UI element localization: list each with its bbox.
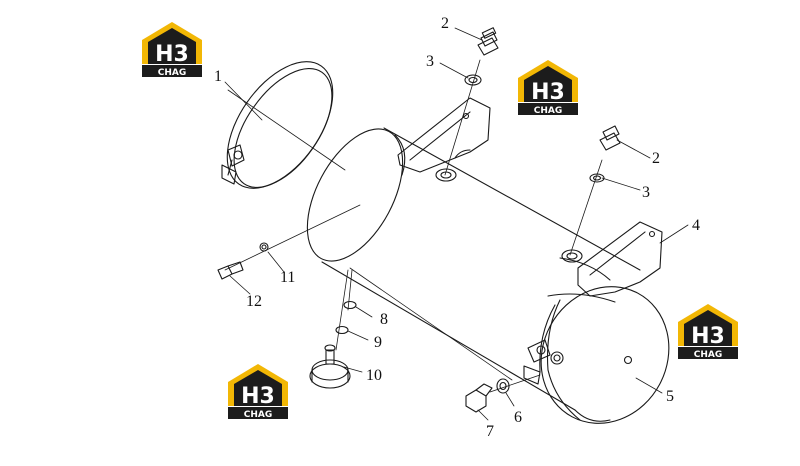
brand-letters: H3 bbox=[241, 384, 275, 409]
callout-2-top: 2 bbox=[441, 15, 449, 32]
callout-4: 4 bbox=[692, 217, 700, 234]
callout-10: 10 bbox=[366, 367, 382, 384]
breather-top bbox=[464, 27, 499, 86]
band-clamp-right bbox=[523, 339, 564, 385]
drain-assembly bbox=[309, 300, 357, 389]
callout-2-right: 2 bbox=[652, 150, 660, 167]
brand-watermark-1: H3 CHAG bbox=[140, 20, 204, 78]
callout-9: 9 bbox=[374, 334, 382, 351]
callout-3-top: 3 bbox=[426, 53, 434, 70]
brand-name: CHAG bbox=[534, 106, 563, 116]
brand-letters: H3 bbox=[531, 80, 565, 105]
house-logo-icon: H3 CHAG bbox=[142, 22, 202, 78]
brand-watermark-2: H3 CHAG bbox=[516, 58, 580, 116]
house-logo-icon: H3 CHAG bbox=[228, 364, 288, 420]
callout-3-right: 3 bbox=[642, 184, 650, 201]
mounting-bracket-top bbox=[397, 97, 491, 182]
band-clamp-left bbox=[221, 61, 334, 189]
callout-8: 8 bbox=[380, 311, 388, 328]
house-logo-icon: H3 CHAG bbox=[518, 60, 578, 116]
callout-11: 11 bbox=[280, 269, 295, 286]
brand-name: CHAG bbox=[244, 410, 273, 420]
callout-6: 6 bbox=[514, 409, 522, 426]
leader-lines bbox=[224, 59, 603, 393]
end-cover bbox=[539, 286, 670, 424]
brand-name: CHAG bbox=[694, 350, 723, 360]
house-logo-icon: H3 CHAG bbox=[678, 304, 738, 360]
brand-letters: H3 bbox=[155, 42, 189, 67]
drain-plug-7 bbox=[465, 378, 510, 413]
bolt-12 bbox=[217, 242, 269, 280]
callout-5: 5 bbox=[666, 388, 674, 405]
callout-1: 1 bbox=[214, 68, 222, 85]
callout-7: 7 bbox=[486, 423, 494, 440]
callout-leaders bbox=[224, 27, 689, 421]
brand-name: CHAG bbox=[158, 68, 187, 78]
callout-12: 12 bbox=[246, 293, 262, 310]
breather-right bbox=[589, 125, 621, 183]
brand-letters: H3 bbox=[691, 324, 725, 349]
brand-watermark-3: H3 CHAG bbox=[676, 302, 740, 360]
tank-body bbox=[306, 127, 641, 411]
brand-watermark-4: H3 CHAG bbox=[226, 362, 290, 420]
